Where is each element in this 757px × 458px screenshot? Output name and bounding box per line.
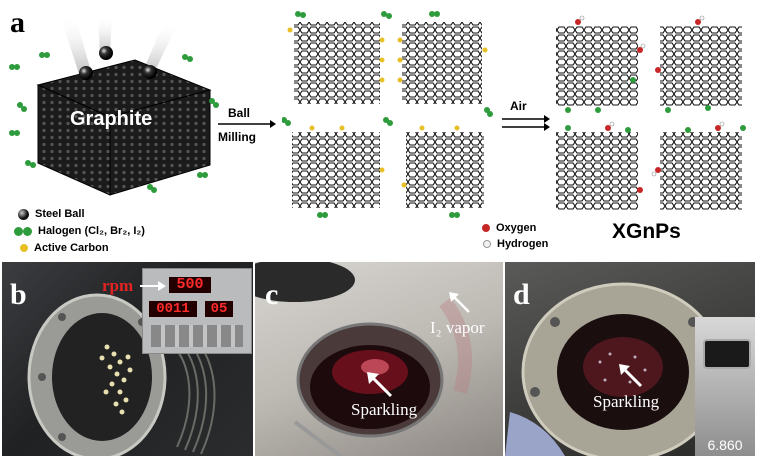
legend-active-carbon: Active Carbon [20,242,109,254]
sparkling-arrow-icon-d [619,364,643,388]
panel-b-photo: 500 0011 05 b rpm [2,262,253,456]
mill-control-panel: 500 0011 05 [142,268,252,354]
steel-ball-icon [18,208,29,220]
ball-milling-label-line1: Ball [228,106,251,120]
rpm-display: 500 [169,277,211,293]
panel-a: a [9,6,746,254]
air-label: Air [510,99,527,113]
panel-letter-b: b [10,278,27,311]
sparkling-label-d: Sparkling [593,392,660,411]
ball-milling-label-line2: Milling [218,130,256,144]
hydrogen-icon [483,240,491,248]
active-carbon-icon [20,244,28,252]
balance-reading: 6.860 [707,437,743,453]
panel-letter-c: c [265,278,279,311]
set-display: 05 [205,301,233,317]
legend-halogen: Halogen (Cl₂, Br₂, I₂) [14,225,145,237]
halogen-icon [14,226,23,236]
vial-icon [703,339,751,369]
xgnps-label: XGnPs [612,220,681,243]
legend-oxygen-label: Oxygen [496,222,537,234]
oxygen-icon [482,224,490,232]
halogenated-graphene-sheets [282,11,493,218]
time-display: 0011 [149,301,197,317]
rpm-label: rpm [102,276,134,295]
balance-inset: 6.860 [695,317,755,456]
panel-letter-d: d [513,278,530,311]
control-buttons [151,325,243,347]
legend-steel-ball: Steel Ball [18,208,85,220]
graphite-label: Graphite [70,108,153,130]
panel-d-photo: 6.860 d Sparkling [505,262,755,456]
graphite-cube-illustration [9,15,219,196]
legend-oxygen: Oxygen [482,222,536,234]
legend-hydrogen-label: Hydrogen [497,238,549,250]
rpm-arrow-icon [140,281,166,291]
panel-c-photo: c I₂ vapor Sparkling [255,262,503,456]
legend-halogen-label: Halogen (Cl₂, Br₂, I₂) [38,225,145,237]
air-double-arrow-icon [502,115,550,131]
sparkling-label-c: Sparkling [351,400,418,419]
ball-milling-arrow-icon [218,120,276,128]
legend-hydrogen: Hydrogen [483,238,548,250]
sparkling-arrow-icon [367,372,393,398]
legend-steel-ball-label: Steel Ball [35,208,85,220]
panel-letter-a: a [10,6,25,39]
legend-active-carbon-label: Active Carbon [34,242,109,254]
i2-vapor-label: I₂ vapor [430,318,485,337]
xgnps-sheets [556,15,746,210]
vapor-arrow-icon [449,292,470,313]
